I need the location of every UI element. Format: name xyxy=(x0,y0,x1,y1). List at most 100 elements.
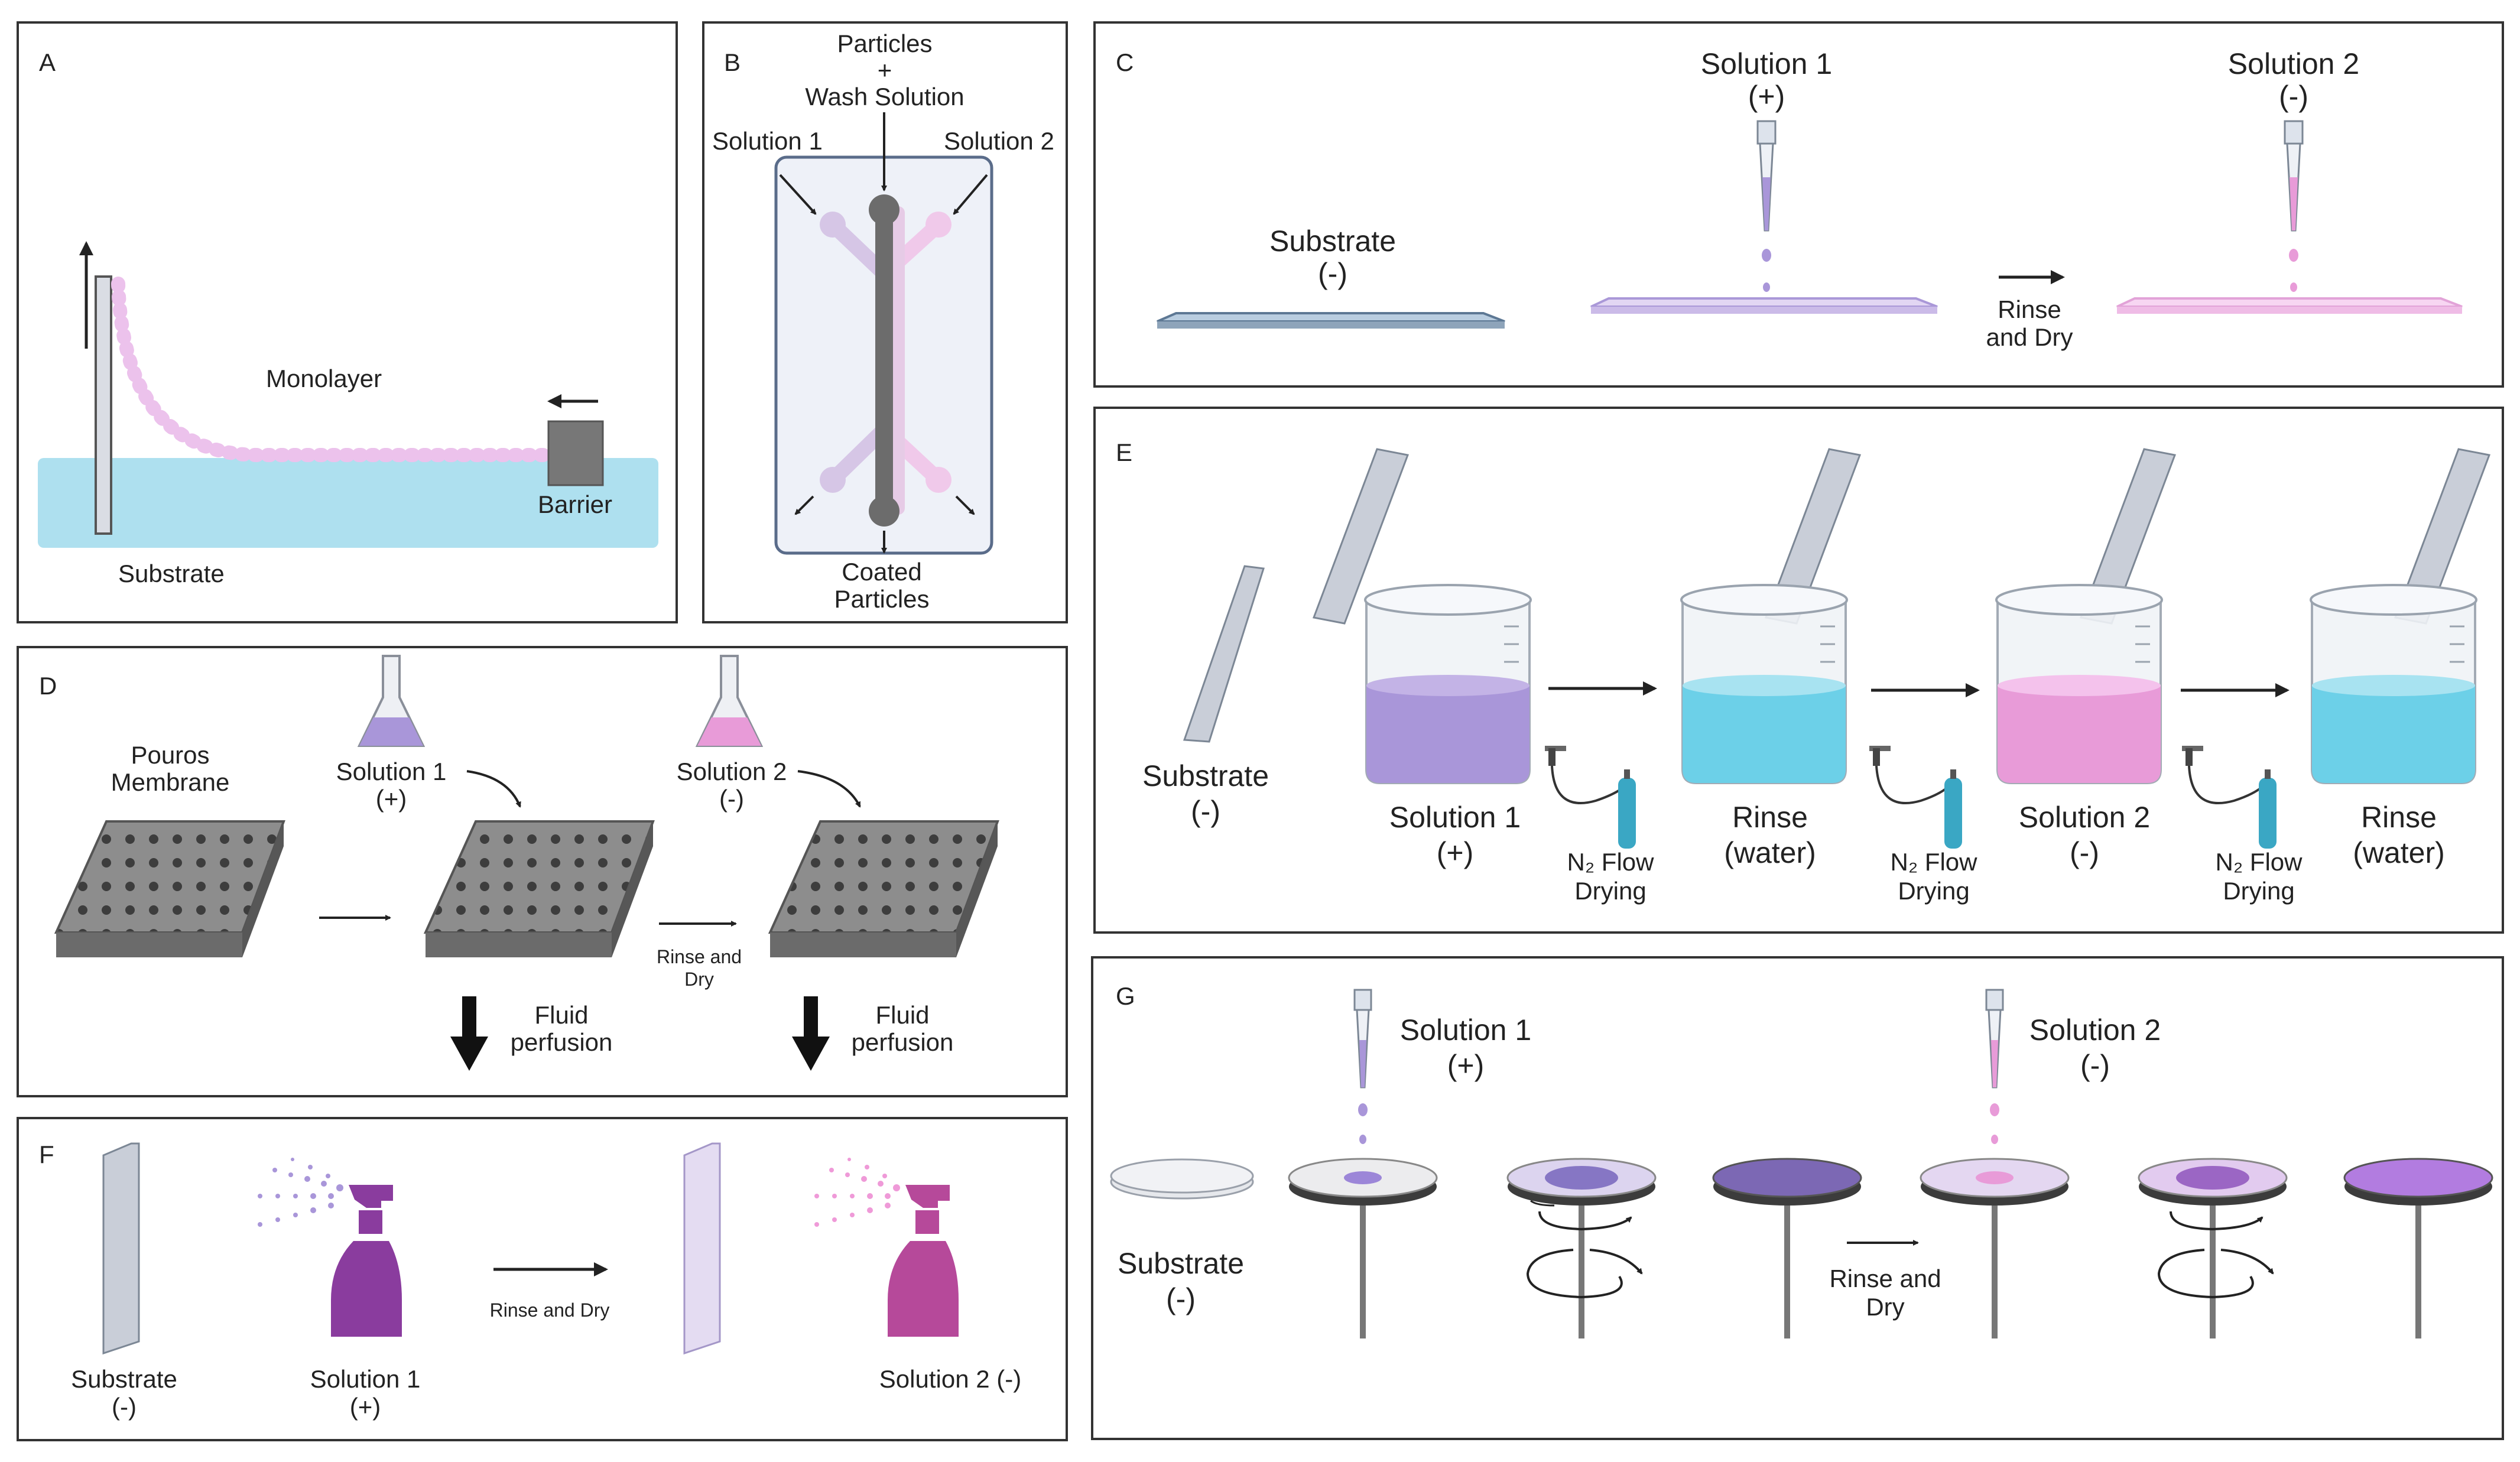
e-n2-1-line1: N₂ Flow xyxy=(1567,848,1655,876)
c-solution1-label: Solution 1 xyxy=(1701,47,1832,80)
substrate-label: Substrate xyxy=(118,560,225,587)
b-bottom-line2: Particles xyxy=(834,585,929,613)
e-beaker-4 xyxy=(2310,448,2491,784)
d-fluid-2-line2: perfusion xyxy=(852,1028,954,1056)
b-top-line3: Wash Solution xyxy=(805,83,964,111)
g-pipette-2-icon xyxy=(1985,989,2004,1144)
b-arrow-bl xyxy=(794,495,814,515)
e-n2-3-line2: Drying xyxy=(2223,877,2294,905)
b-solution1-label: Solution 1 xyxy=(712,127,823,155)
g-rotation-1-icon xyxy=(1526,1249,1643,1299)
d-flask-1-icon xyxy=(357,655,426,747)
panel-a: A Monolayer Barrier Substrate xyxy=(17,21,678,623)
water-trough xyxy=(38,458,658,548)
e-beaker-3 xyxy=(1995,448,2177,784)
barrier-block xyxy=(547,420,604,486)
panel-c-letter: C xyxy=(1116,48,1134,76)
f-rinse-label: Rinse and Dry xyxy=(490,1299,610,1321)
e-beaker-2-label: Rinse xyxy=(1732,801,1808,834)
g-spinner-2 xyxy=(1506,1158,1657,1338)
d-solution1-charge: (+) xyxy=(376,785,407,813)
d-perfusion-arrow-2 xyxy=(792,996,830,1071)
e-n2-gun-1-icon xyxy=(1545,746,1636,849)
d-rinse-line2: Dry xyxy=(684,969,714,990)
g-solution1-label: Solution 1 xyxy=(1400,1013,1531,1047)
barrier-label: Barrier xyxy=(538,490,612,518)
e-n2-gun-3-icon xyxy=(2182,746,2277,849)
e-n2-1-line2: Drying xyxy=(1574,877,1646,905)
panel-a-frame xyxy=(17,21,678,623)
f-spray-bottle-1-icon xyxy=(258,1158,402,1337)
f-substrate-label: Substrate xyxy=(71,1365,177,1393)
panel-e: E xyxy=(1093,407,2504,934)
d-membrane-2 xyxy=(423,820,655,957)
e-beaker-4-label: Rinse xyxy=(2361,801,2437,834)
d-membrane-1 xyxy=(54,820,285,957)
g-rotation-2-icon xyxy=(2157,1249,2274,1299)
c-solution1-charge: (+) xyxy=(1748,80,1785,113)
f-substrate-slide xyxy=(102,1142,140,1355)
panel-c: C Substrate (-) Solution 1 (+) xyxy=(1093,21,2504,388)
e-n2-2-line2: Drying xyxy=(1898,877,1969,905)
f-substrate-charge: (-) xyxy=(112,1393,137,1421)
c-solution1-edge xyxy=(1591,307,1937,314)
panel-g-frame xyxy=(1091,956,2504,1440)
g-substrate-disc xyxy=(1110,1158,1254,1200)
d-curve-arrow-2 xyxy=(797,770,861,808)
g-solution2-charge: (-) xyxy=(2080,1049,2110,1082)
c-substrate-label: Substrate xyxy=(1269,225,1396,258)
e-n2-2-line1: N₂ Flow xyxy=(1891,848,1978,876)
d-fluid-1-line1: Fluid xyxy=(534,1001,588,1029)
d-fluid-2-line1: Fluid xyxy=(875,1001,929,1029)
b-top-line2: + xyxy=(878,56,892,84)
panel-d-frame xyxy=(17,646,1068,1097)
g-substrate-charge: (-) xyxy=(1166,1282,1196,1315)
panel-f: F xyxy=(17,1117,1068,1441)
g-spinner-1 xyxy=(1288,1158,1438,1338)
e-n2-3-line1: N₂ Flow xyxy=(2216,848,2303,876)
d-membrane-line2: Membrane xyxy=(111,768,230,796)
panel-d: D xyxy=(17,646,1068,1097)
c-rinse-line1: Rinse xyxy=(1998,295,2061,323)
panel-b-frame xyxy=(702,21,1068,623)
d-fluid-1-line2: perfusion xyxy=(511,1028,613,1056)
b-solution2-label: Solution 2 xyxy=(944,127,1054,155)
f-solution1-charge: (+) xyxy=(350,1393,381,1421)
panel-g: G xyxy=(1091,956,2504,1440)
d-perfusion-arrow-1 xyxy=(450,996,488,1071)
d-solution2-charge: (-) xyxy=(719,785,744,813)
substrate-slide xyxy=(95,275,112,535)
g-rinse-line2: Dry xyxy=(1866,1293,1904,1321)
panel-d-letter: D xyxy=(39,672,57,700)
g-spinner-6 xyxy=(2343,1158,2493,1338)
f-solution1-label: Solution 1 xyxy=(310,1365,421,1393)
e-beaker-1-label: Solution 1 xyxy=(1389,801,1521,834)
g-spinner-5 xyxy=(2138,1158,2288,1338)
g-spinner-3 xyxy=(1712,1158,1862,1338)
e-beaker-3-label: Solution 2 xyxy=(2019,801,2150,834)
e-beaker-4-sub: (water) xyxy=(2353,836,2445,869)
b-arrow-left xyxy=(779,174,817,215)
g-pipette-1-icon xyxy=(1353,989,1372,1144)
panel-f-frame xyxy=(17,1117,1068,1441)
e-beaker-1-sub: (+) xyxy=(1437,836,1474,869)
panel-a-letter: A xyxy=(39,48,56,76)
panel-g-letter: G xyxy=(1116,982,1135,1010)
c-substrate-edge xyxy=(1157,321,1505,329)
monolayer-curve xyxy=(111,277,557,462)
f-solution2-label: Solution 2 (-) xyxy=(879,1365,1021,1393)
e-substrate-charge: (-) xyxy=(1191,795,1220,828)
d-membrane-line1: Pouros xyxy=(131,741,209,769)
g-solution1-charge: (+) xyxy=(1447,1049,1485,1082)
g-substrate-label: Substrate xyxy=(1118,1247,1244,1280)
panel-c-frame xyxy=(1093,21,2504,388)
d-solution2-label: Solution 2 xyxy=(677,758,787,785)
b-bottom-line1: Coated xyxy=(842,558,921,586)
e-beaker-2-sub: (water) xyxy=(1724,836,1816,869)
panel-f-letter: F xyxy=(39,1141,54,1168)
c-pipette-2-icon xyxy=(2284,120,2304,292)
c-solution1-slide xyxy=(1590,297,1938,308)
c-solution2-charge: (-) xyxy=(2279,80,2308,113)
g-spinner-4 xyxy=(1920,1158,2070,1338)
